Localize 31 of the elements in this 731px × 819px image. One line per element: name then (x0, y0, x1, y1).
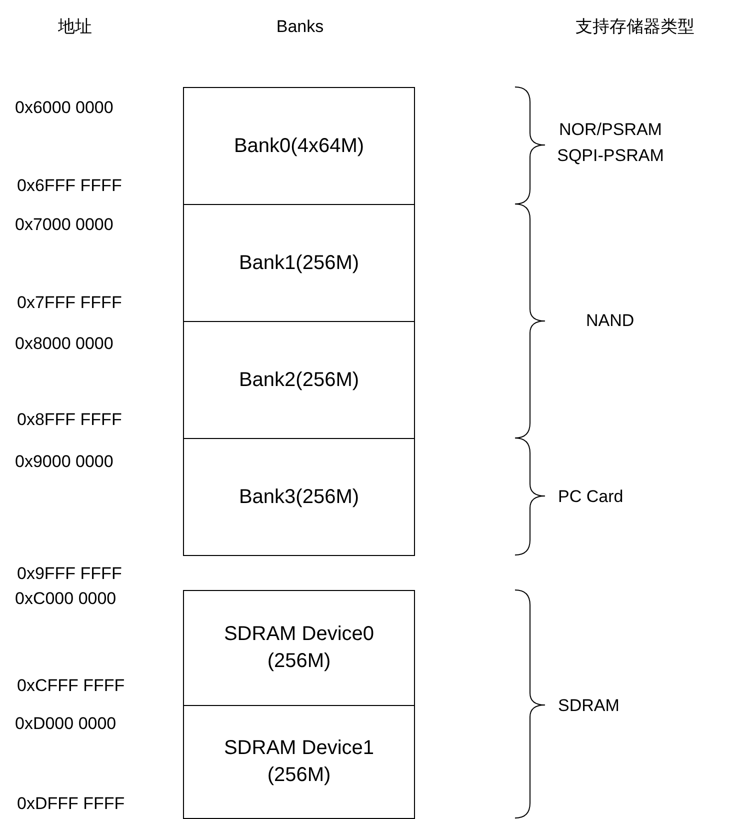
bank-label: Bank2(256M) (238, 368, 360, 392)
address-label: 0x9FFF FFFF (17, 563, 123, 585)
address-label: 0x6FFF FFFF (17, 175, 123, 197)
address-label: 0x8000 0000 (15, 333, 114, 355)
address-label: 0x7FFF FFFF (17, 292, 123, 314)
bank-label: Bank1(256M) (238, 250, 360, 276)
memory-bank-box (183, 204, 415, 322)
address-label: 0x9000 0000 (15, 451, 114, 473)
column-header: 地址 (57, 16, 93, 38)
address-label: 0xD000 0000 (15, 713, 118, 735)
memory-bank-box (183, 87, 415, 205)
memory-bank-box (183, 438, 415, 556)
bank-label: SDRAM Device1 (256M) (222, 736, 376, 788)
bank-label: Bank0(4x64M) (232, 134, 366, 158)
memory-bank-box (183, 705, 415, 819)
address-label: 0x6000 0000 (15, 97, 114, 119)
column-header: Banks (275, 16, 325, 38)
address-label: 0x7000 0000 (15, 214, 114, 236)
memory-bank-box (183, 590, 415, 706)
memory-bank-box (183, 321, 415, 439)
bank-label: Bank3(256M) (238, 484, 360, 510)
memory-type-label: NAND (586, 310, 636, 332)
address-label: 0xCFFF FFFF (17, 675, 126, 697)
address-label: 0xDFFF FFFF (17, 793, 126, 815)
memory-type-label: PC Card (558, 486, 624, 508)
address-label: 0xC000 0000 (15, 588, 118, 610)
column-header: 支持存储器类型 (574, 16, 696, 38)
address-label: 0x8FFF FFFF (17, 409, 123, 431)
memory-type-label: SDRAM (558, 695, 620, 717)
bank-label: SDRAM Device0 (256M) (222, 622, 376, 674)
memory-type-label: NOR/PSRAM SQPI-PSRAM (556, 119, 665, 166)
